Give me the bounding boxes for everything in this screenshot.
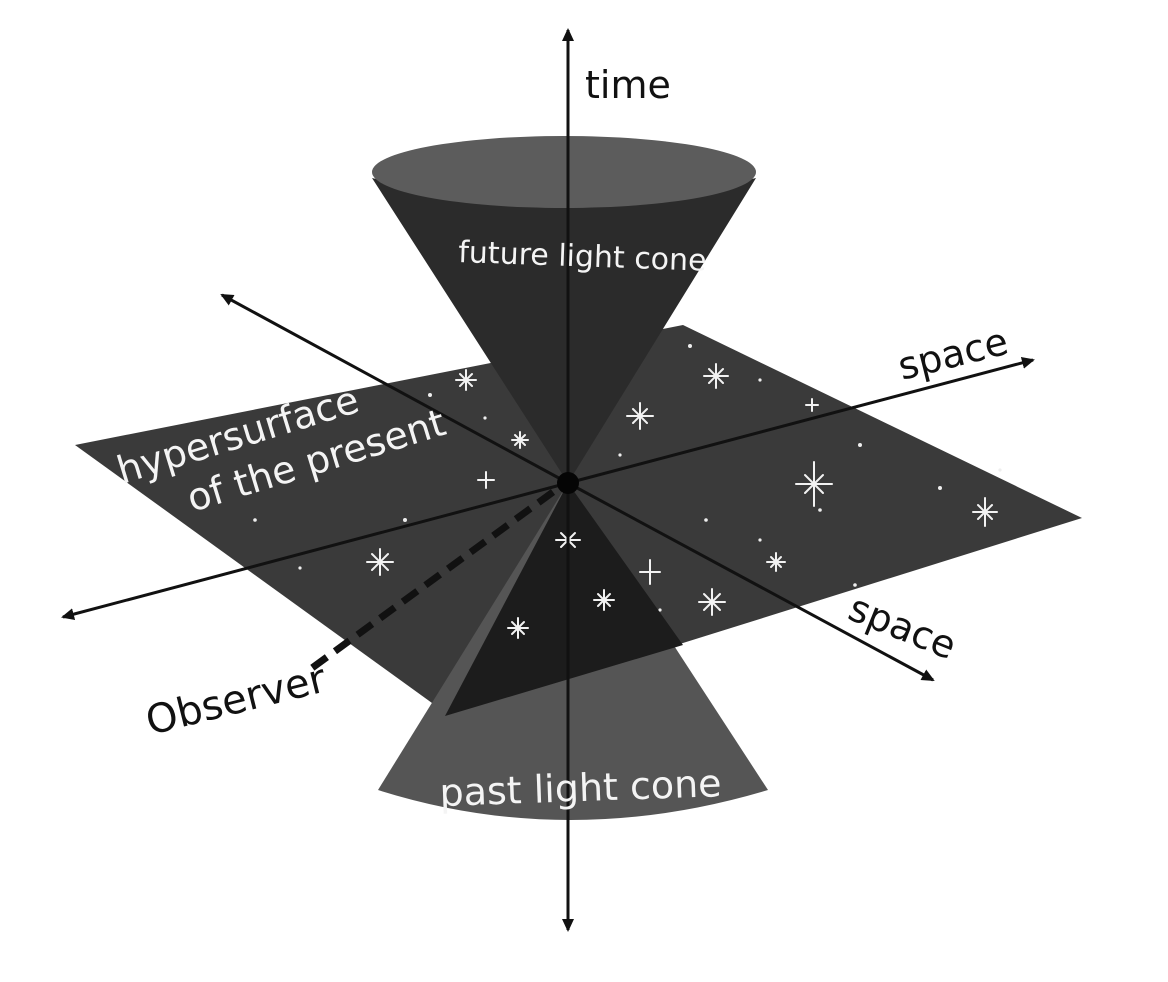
space-axis-right-label: space xyxy=(894,319,1013,389)
space-axis-front xyxy=(567,481,935,682)
space-axis-left xyxy=(61,481,569,620)
future-cone-body xyxy=(372,178,756,483)
future-cone-label: future light cone xyxy=(458,235,707,279)
past-cone-label: past light cone xyxy=(439,761,722,815)
observer-pointer xyxy=(309,489,556,671)
time-axis-label: time xyxy=(585,63,671,107)
space-axis-right xyxy=(567,357,1035,485)
observer-point xyxy=(557,472,579,494)
space-axis-back xyxy=(220,293,569,485)
space-axis-front-label: space xyxy=(843,586,963,669)
past-cone-inner xyxy=(445,483,683,716)
observer-label: Observer xyxy=(141,656,331,745)
plane-dots xyxy=(253,344,1002,612)
future-cone-rim xyxy=(372,136,756,208)
sparkle-icon xyxy=(366,363,998,616)
